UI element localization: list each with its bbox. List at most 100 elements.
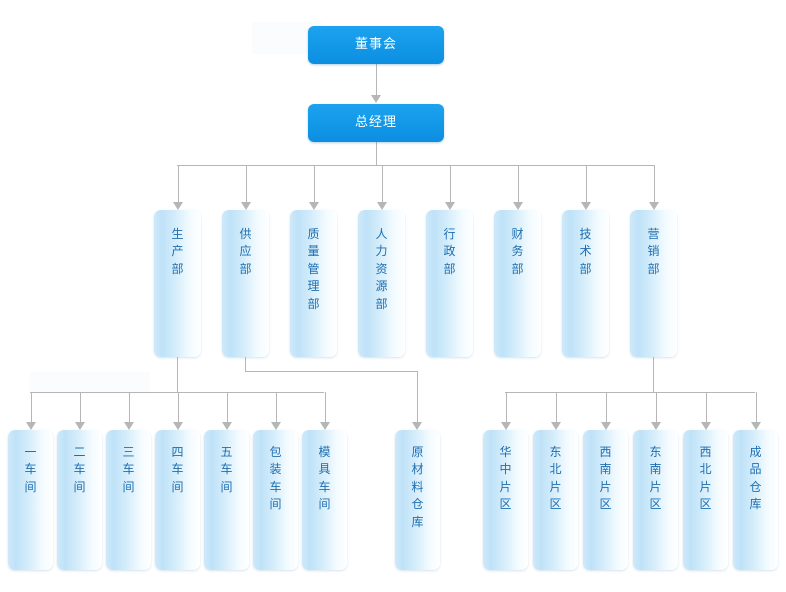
node-label: 成品仓库 [749,445,762,512]
node-production-child-1[interactable]: 一车间 [8,430,53,570]
arrowhead-marketing-child-2 [551,422,561,430]
connector-supply-down [417,371,418,422]
node-marketing-child-6[interactable]: 成品仓库 [733,430,778,570]
connector-marketing-child-drop-2 [556,392,557,422]
arrowhead-production-child-4 [173,422,183,430]
node-label: 供应部 [239,227,252,276]
arrowhead-supply-child-1 [412,422,422,430]
arrowhead-department-3 [309,202,319,210]
connector-department-drop-3 [314,165,315,202]
arrowhead-department-7 [581,202,591,210]
node-production-child-5[interactable]: 五车间 [204,430,249,570]
connector-gm-drop [376,142,377,165]
node-production-child-2[interactable]: 二车间 [57,430,102,570]
node-label: 模具车间 [318,445,331,512]
node-label: 华中片区 [499,445,512,512]
node-label: 四车间 [171,445,184,494]
connector-marketing-child-drop-6 [756,392,757,422]
arrowhead-marketing-child-1 [501,422,511,430]
node-department-6[interactable]: 财务部 [494,210,541,357]
connector-supply-elbow [245,371,417,372]
arrowhead-marketing-child-6 [751,422,761,430]
node-supply-child-1[interactable]: 原材料仓库 [395,430,440,570]
node-label: 三车间 [122,445,135,494]
connector-department-drop-8 [654,165,655,202]
background-wash-2 [30,372,150,394]
arrowhead-production-child-3 [124,422,134,430]
node-production-child-3[interactable]: 三车间 [106,430,151,570]
node-label: 东北片区 [549,445,562,512]
connector-department-drop-1 [178,165,179,202]
connector-production-child-drop-6 [276,392,277,422]
connector-production-child-drop-4 [178,392,179,422]
node-label: 营销部 [647,227,660,276]
node-label: 一车间 [24,445,37,494]
node-label: 董事会 [354,37,397,53]
connector-marketing-drop [653,357,654,392]
connector-production-bus [30,392,324,393]
node-general-manager[interactable]: 总经理 [308,104,444,142]
node-label: 二车间 [73,445,86,494]
arrowhead-general-manager [371,95,381,103]
connector-supply-drop [245,357,246,371]
node-label: 总经理 [354,115,397,131]
arrowhead-production-child-6 [271,422,281,430]
connector-production-child-drop-3 [129,392,130,422]
node-marketing-child-5[interactable]: 西北片区 [683,430,728,570]
arrowhead-department-8 [649,202,659,210]
arrowhead-department-2 [241,202,251,210]
connector-production-child-drop-2 [80,392,81,422]
node-label: 人力资源部 [375,227,388,311]
node-label: 质量管理部 [307,227,320,311]
arrowhead-production-child-1 [26,422,36,430]
node-production-child-6[interactable]: 包装车间 [253,430,298,570]
arrowhead-department-1 [173,202,183,210]
node-label: 行政部 [443,227,456,276]
connector-department-bus [177,165,654,166]
connector-production-child-drop-5 [227,392,228,422]
connector-department-drop-4 [382,165,383,202]
node-marketing-child-1[interactable]: 华中片区 [483,430,528,570]
connector-production-child-drop-1 [31,392,32,422]
node-label: 东南片区 [649,445,662,512]
arrowhead-production-child-5 [222,422,232,430]
connector-department-drop-2 [246,165,247,202]
node-department-7[interactable]: 技术部 [562,210,609,357]
connector-marketing-child-drop-4 [656,392,657,422]
arrowhead-department-5 [445,202,455,210]
node-label: 五车间 [220,445,233,494]
connector-department-drop-6 [518,165,519,202]
node-marketing-child-2[interactable]: 东北片区 [533,430,578,570]
connector-department-drop-5 [450,165,451,202]
node-department-8[interactable]: 营销部 [630,210,677,357]
node-label: 技术部 [579,227,592,276]
connector-marketing-child-drop-3 [606,392,607,422]
node-label: 财务部 [511,227,524,276]
node-marketing-child-3[interactable]: 西南片区 [583,430,628,570]
node-label: 西北片区 [699,445,712,512]
arrowhead-department-4 [377,202,387,210]
node-label: 生产部 [171,227,184,276]
connector-department-drop-7 [586,165,587,202]
node-label: 包装车间 [269,445,282,512]
connector-production-drop [177,357,178,392]
connector-marketing-child-drop-5 [706,392,707,422]
node-board-of-directors[interactable]: 董事会 [308,26,444,64]
connector-production-child-drop-7 [325,392,326,422]
node-production-child-4[interactable]: 四车间 [155,430,200,570]
node-department-2[interactable]: 供应部 [222,210,269,357]
node-department-1[interactable]: 生产部 [154,210,201,357]
connector-board-to-gm [376,64,377,95]
node-label: 西南片区 [599,445,612,512]
connector-marketing-child-drop-1 [506,392,507,422]
node-marketing-child-4[interactable]: 东南片区 [633,430,678,570]
connector-marketing-bus [505,392,755,393]
arrowhead-production-child-7 [320,422,330,430]
node-department-4[interactable]: 人力资源部 [358,210,405,357]
arrowhead-department-6 [513,202,523,210]
node-department-5[interactable]: 行政部 [426,210,473,357]
node-production-child-7[interactable]: 模具车间 [302,430,347,570]
arrowhead-marketing-child-3 [601,422,611,430]
node-department-3[interactable]: 质量管理部 [290,210,337,357]
